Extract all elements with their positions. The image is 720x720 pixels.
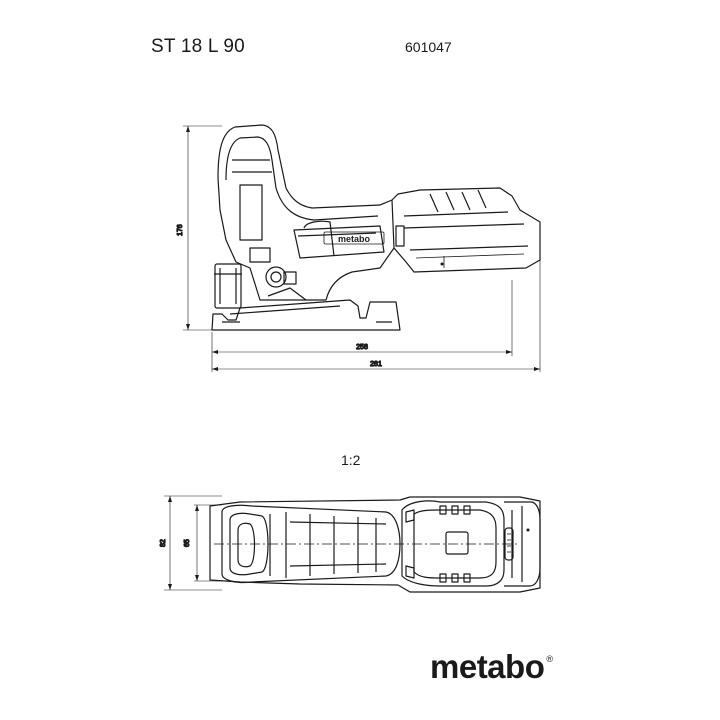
top-view: 82 65 [159, 495, 541, 593]
metabo-logo: metabo® [430, 648, 553, 686]
width-dimension-65: 65 [184, 539, 191, 547]
height-dimension: 176 [177, 224, 184, 236]
article-number: 601047 [405, 39, 452, 55]
logo-text: metabo [430, 648, 545, 685]
model-name: ST 18 L 90 [151, 36, 245, 57]
side-view: 176 258 281 metabo [176, 124, 541, 372]
side-badge: metabo [338, 234, 371, 244]
scale-label: 1:2 [341, 452, 361, 468]
length-dimension-281: 281 [370, 361, 382, 368]
registered-mark: ® [546, 654, 553, 664]
width-dimension-82: 82 [160, 539, 167, 547]
length-dimension-258: 258 [356, 344, 368, 351]
